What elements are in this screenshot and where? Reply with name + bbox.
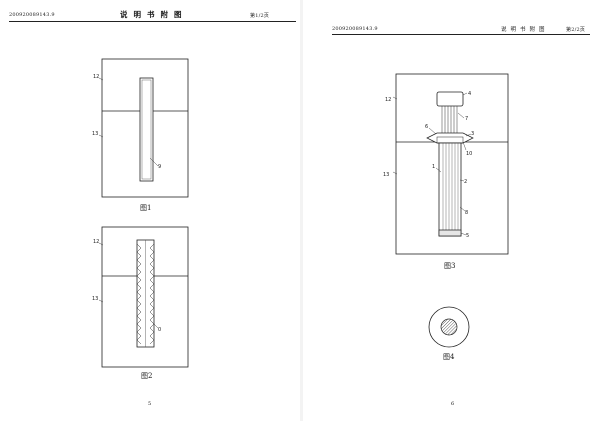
fig2-label-0: 0 — [158, 327, 161, 333]
figure-4 — [428, 306, 470, 348]
fig2-label-12: 12 — [93, 239, 99, 245]
fig1-label-9: 9 — [158, 164, 161, 170]
fig3-caption: 图3 — [444, 262, 456, 270]
header-sheet: 第2/2页 — [566, 27, 586, 33]
fig1-caption: 图1 — [140, 204, 152, 212]
figure-2: 12 13 0 — [92, 226, 189, 368]
header-sheet: 第1/2页 — [250, 13, 270, 19]
fig4-caption: 图4 — [443, 353, 455, 361]
fig3-label-6: 6 — [425, 124, 428, 130]
fig3-label-3: 3 — [471, 131, 474, 137]
fig3-leaders — [392, 92, 472, 236]
fig2-hatch-left — [136, 243, 142, 345]
fig3-label-10: 10 — [466, 151, 472, 157]
header-title: 说明书附图 — [501, 27, 549, 33]
fig3-label-13: 13 — [383, 172, 389, 178]
fig2-leader-13 — [98, 299, 104, 303]
fig3-label-1: 1 — [432, 164, 435, 170]
header-app-number: 200920089143.9 — [9, 12, 55, 18]
fig1-leader-13 — [98, 134, 104, 138]
fig1-label-13: 13 — [92, 131, 98, 137]
fig3-label-2: 2 — [464, 179, 467, 185]
fig2-leader-0 — [151, 321, 159, 329]
fig1-leader-12 — [98, 77, 104, 81]
fig3-container — [395, 73, 509, 255]
figure-1: 12 13 9 — [92, 58, 189, 198]
page-gutter — [300, 0, 303, 421]
right-page: 200920089143.9 说明书附图 第2/2页 — [303, 0, 603, 421]
fig2-hatch-right — [149, 243, 155, 345]
fig1-rod-inner — [141, 79, 152, 180]
fig2-leader-12 — [98, 242, 104, 246]
fig1-leader-9 — [149, 157, 159, 167]
fig3-cap — [436, 91, 464, 107]
page-number: 5 — [148, 401, 152, 407]
left-page: 200920089143.9 说明书附图 第1/2页 12 13 9 图1 12… — [0, 0, 300, 421]
fig3-label-12: 12 — [385, 97, 391, 103]
fig3-label-4: 4 — [468, 91, 471, 97]
fig3-label-7: 7 — [465, 116, 468, 122]
page-number: 6 — [451, 401, 455, 407]
fig1-rod — [139, 77, 154, 182]
header-rule — [332, 34, 590, 35]
fig3-label-5: 5 — [466, 233, 469, 239]
fig3-inner-lines — [442, 143, 459, 230]
fig2-caption: 图2 — [141, 372, 153, 380]
fig4-inner-disc — [440, 318, 458, 336]
fig1-container — [101, 58, 189, 198]
fig3-tip — [438, 229, 462, 237]
fig2-container — [101, 226, 189, 368]
fig3-wires — [441, 106, 458, 135]
header-app-number: 200920089143.9 — [332, 26, 378, 32]
header-rule — [9, 21, 296, 22]
fig2-label-13: 13 — [92, 296, 98, 302]
header-title: 说明书附图 — [120, 10, 188, 19]
fig1-label-12: 12 — [93, 74, 99, 80]
fig3-label-8: 8 — [465, 210, 468, 216]
figure-3: 4 7 6 3 10 1 2 8 5 12 13 — [383, 73, 509, 255]
